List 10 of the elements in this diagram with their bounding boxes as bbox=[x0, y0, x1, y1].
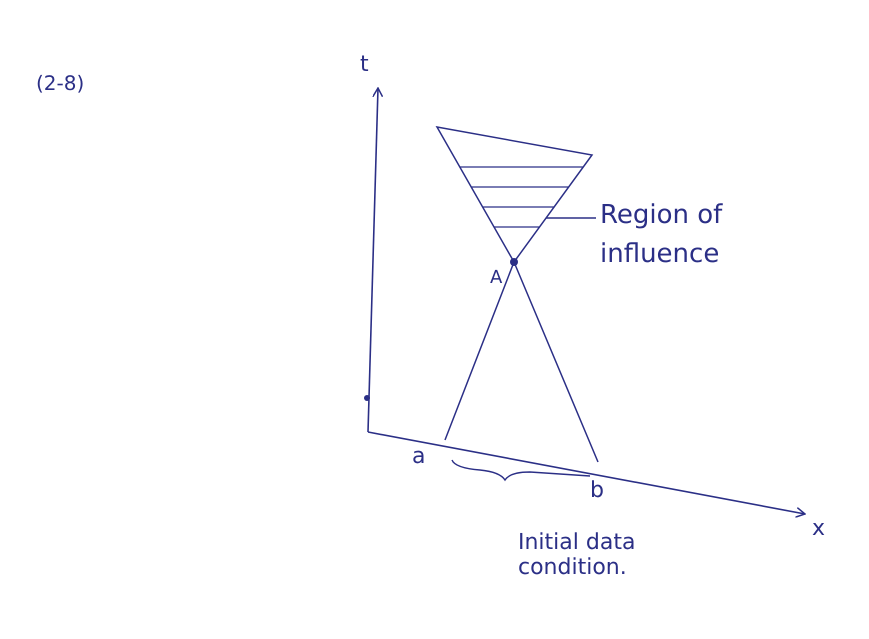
axis-label: b bbox=[590, 478, 604, 504]
axis-label: a bbox=[412, 444, 426, 470]
axis-label: (2-8) bbox=[36, 72, 84, 95]
axis-label: t bbox=[360, 52, 369, 78]
region-label: Region of influence bbox=[600, 196, 790, 274]
leader-line bbox=[546, 217, 596, 219]
axis-label: A bbox=[490, 268, 502, 289]
hatched-region bbox=[437, 127, 592, 262]
axis-label: x bbox=[812, 516, 826, 542]
axis-label: Initial data condition. bbox=[518, 530, 636, 581]
